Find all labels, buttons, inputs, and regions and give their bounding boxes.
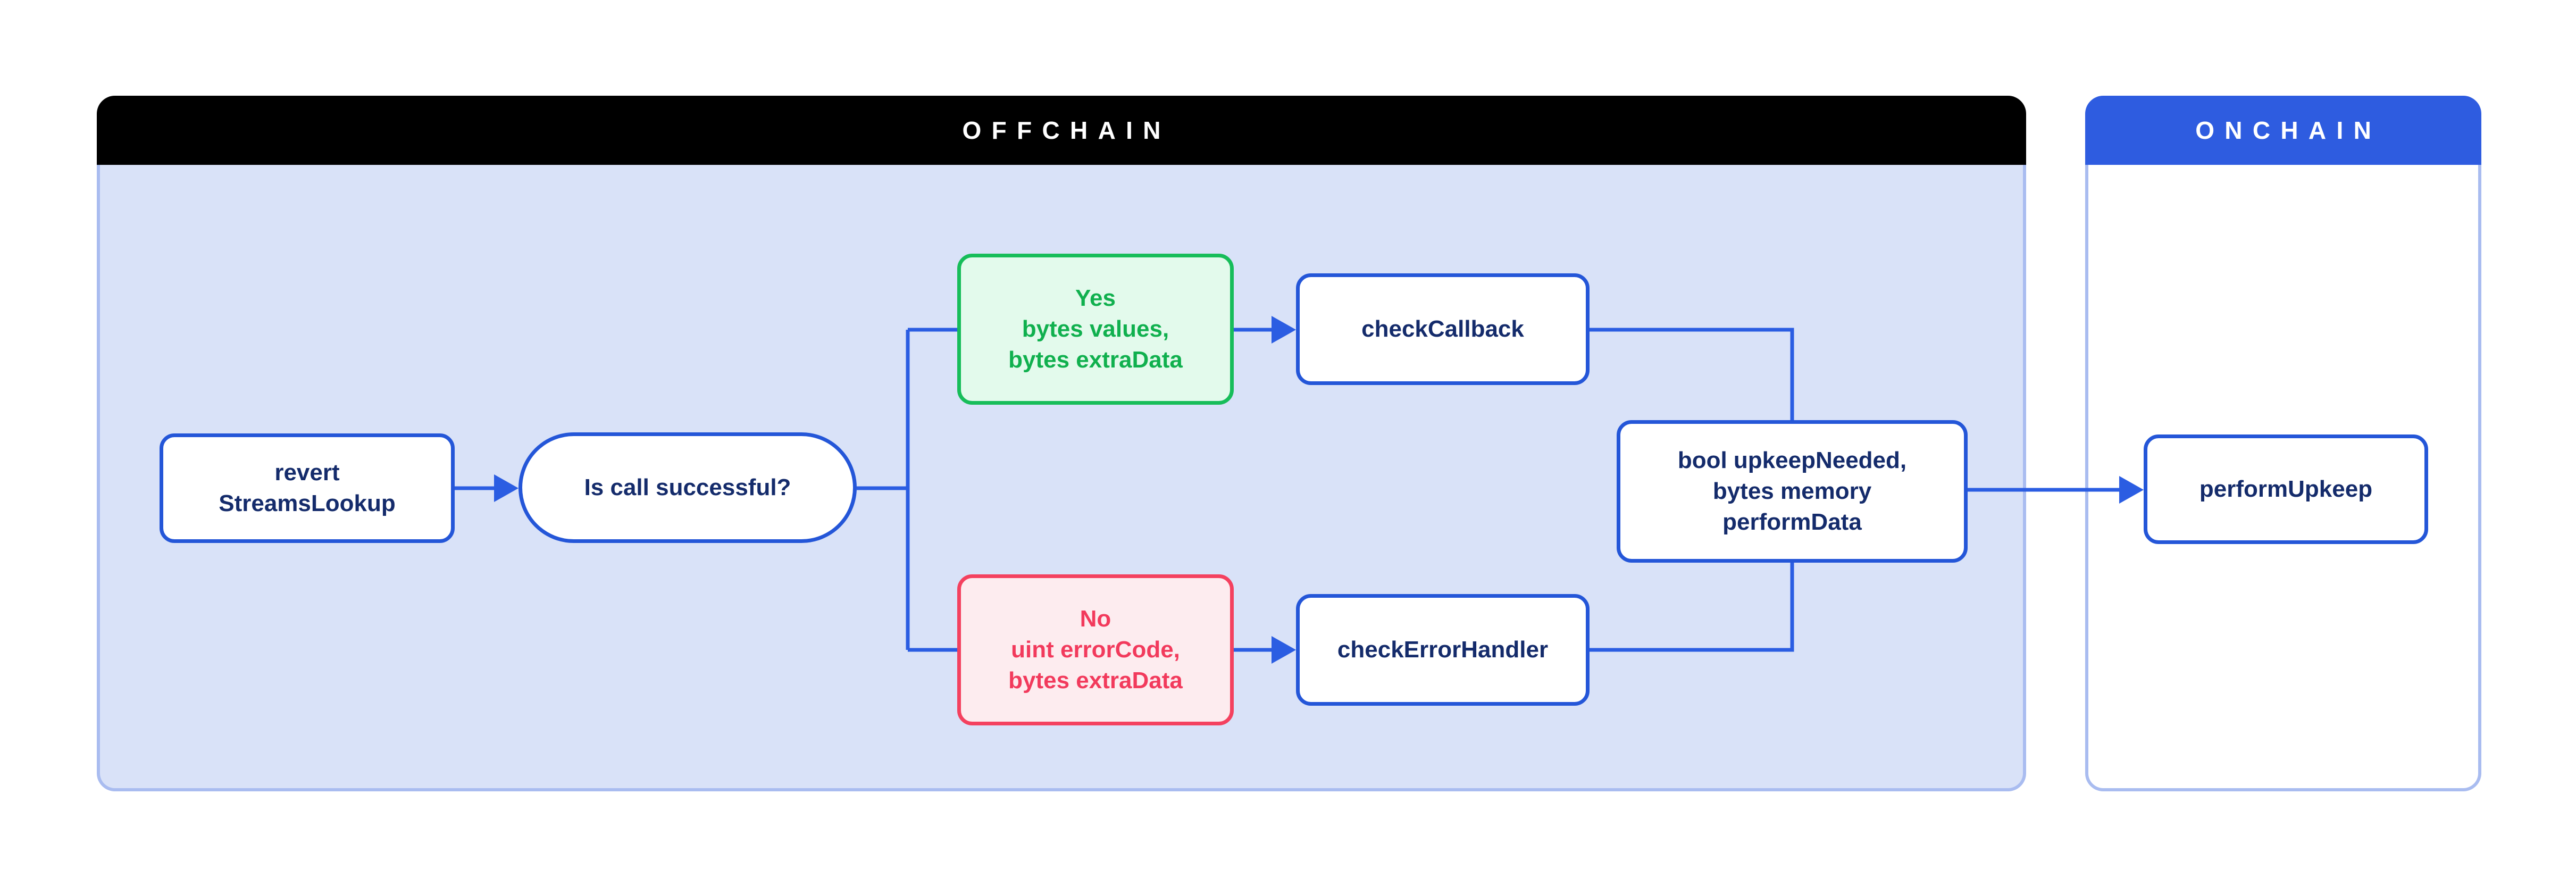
node-label: checkCallback: [1361, 315, 1524, 342]
node-is-call-successful: Is call successful?: [518, 432, 857, 543]
onchain-lane-header: ONCHAIN: [2085, 96, 2481, 165]
node-label: checkErrorHandler: [1337, 636, 1549, 663]
node-check-callback: checkCallback: [1296, 273, 1590, 385]
node-perform-upkeep: performUpkeep: [2144, 434, 2428, 544]
node-label: Yes bytes values, bytes extraData: [1008, 285, 1183, 373]
node-check-error-handler: checkErrorHandler: [1296, 594, 1590, 706]
node-label: Is call successful?: [584, 474, 791, 500]
node-upkeep-output: bool upkeepNeeded, bytes memory performD…: [1617, 420, 1968, 563]
node-no-branch: No uint errorCode, bytes extraData: [957, 574, 1234, 725]
offchain-lane-header: OFFCHAIN: [97, 96, 2026, 165]
node-label: performUpkeep: [2199, 475, 2373, 502]
node-label: revert StreamsLookup: [219, 459, 396, 516]
node-label: bool upkeepNeeded, bytes memory performD…: [1677, 447, 1907, 536]
onchain-lane-title: ONCHAIN: [2195, 116, 2382, 144]
node-yes-branch: Yes bytes values, bytes extraData: [957, 254, 1234, 405]
node-label: No uint errorCode, bytes extraData: [1008, 605, 1183, 694]
offchain-lane-title: OFFCHAIN: [962, 116, 1171, 144]
node-revert-streamslookup: revert StreamsLookup: [160, 433, 455, 543]
